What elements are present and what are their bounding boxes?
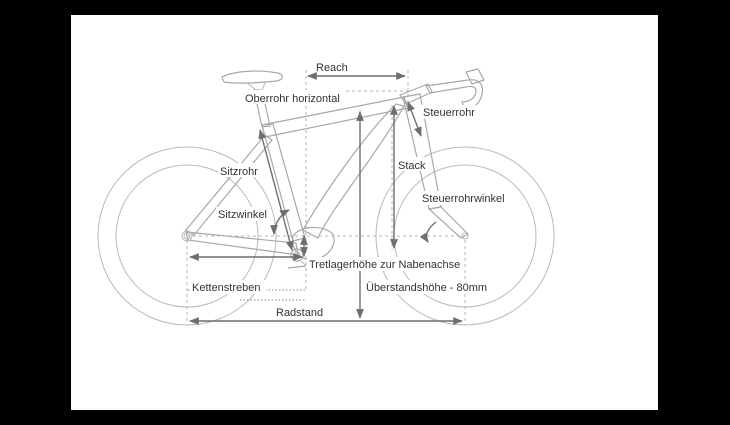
label-ueberstandshoehe: Überstandshöhe - 80mm — [366, 282, 487, 294]
label-reach: Reach — [316, 62, 348, 74]
label-stack: Stack — [398, 160, 426, 172]
label-oberrohr-horizontal: Oberrohr horizontal — [245, 93, 340, 105]
labels: Reach Oberrohr horizontal Steuerrohr Sta… — [190, 62, 510, 319]
label-tretlagerhoehe: Tretlagerhöhe zur Nabenachse — [309, 259, 460, 271]
label-radstand: Radstand — [276, 307, 323, 319]
diagram-panel — [71, 15, 658, 410]
label-sitzrohr: Sitzrohr — [220, 166, 258, 178]
dimension-arrows — [189, 72, 463, 325]
label-sitzwinkel: Sitzwinkel — [218, 209, 267, 221]
label-kettenstreben: Kettenstreben — [192, 282, 261, 294]
label-steuerrohrwinkel: Steuerrohrwinkel — [422, 193, 505, 205]
label-steuerrohr: Steuerrohr — [423, 107, 475, 119]
